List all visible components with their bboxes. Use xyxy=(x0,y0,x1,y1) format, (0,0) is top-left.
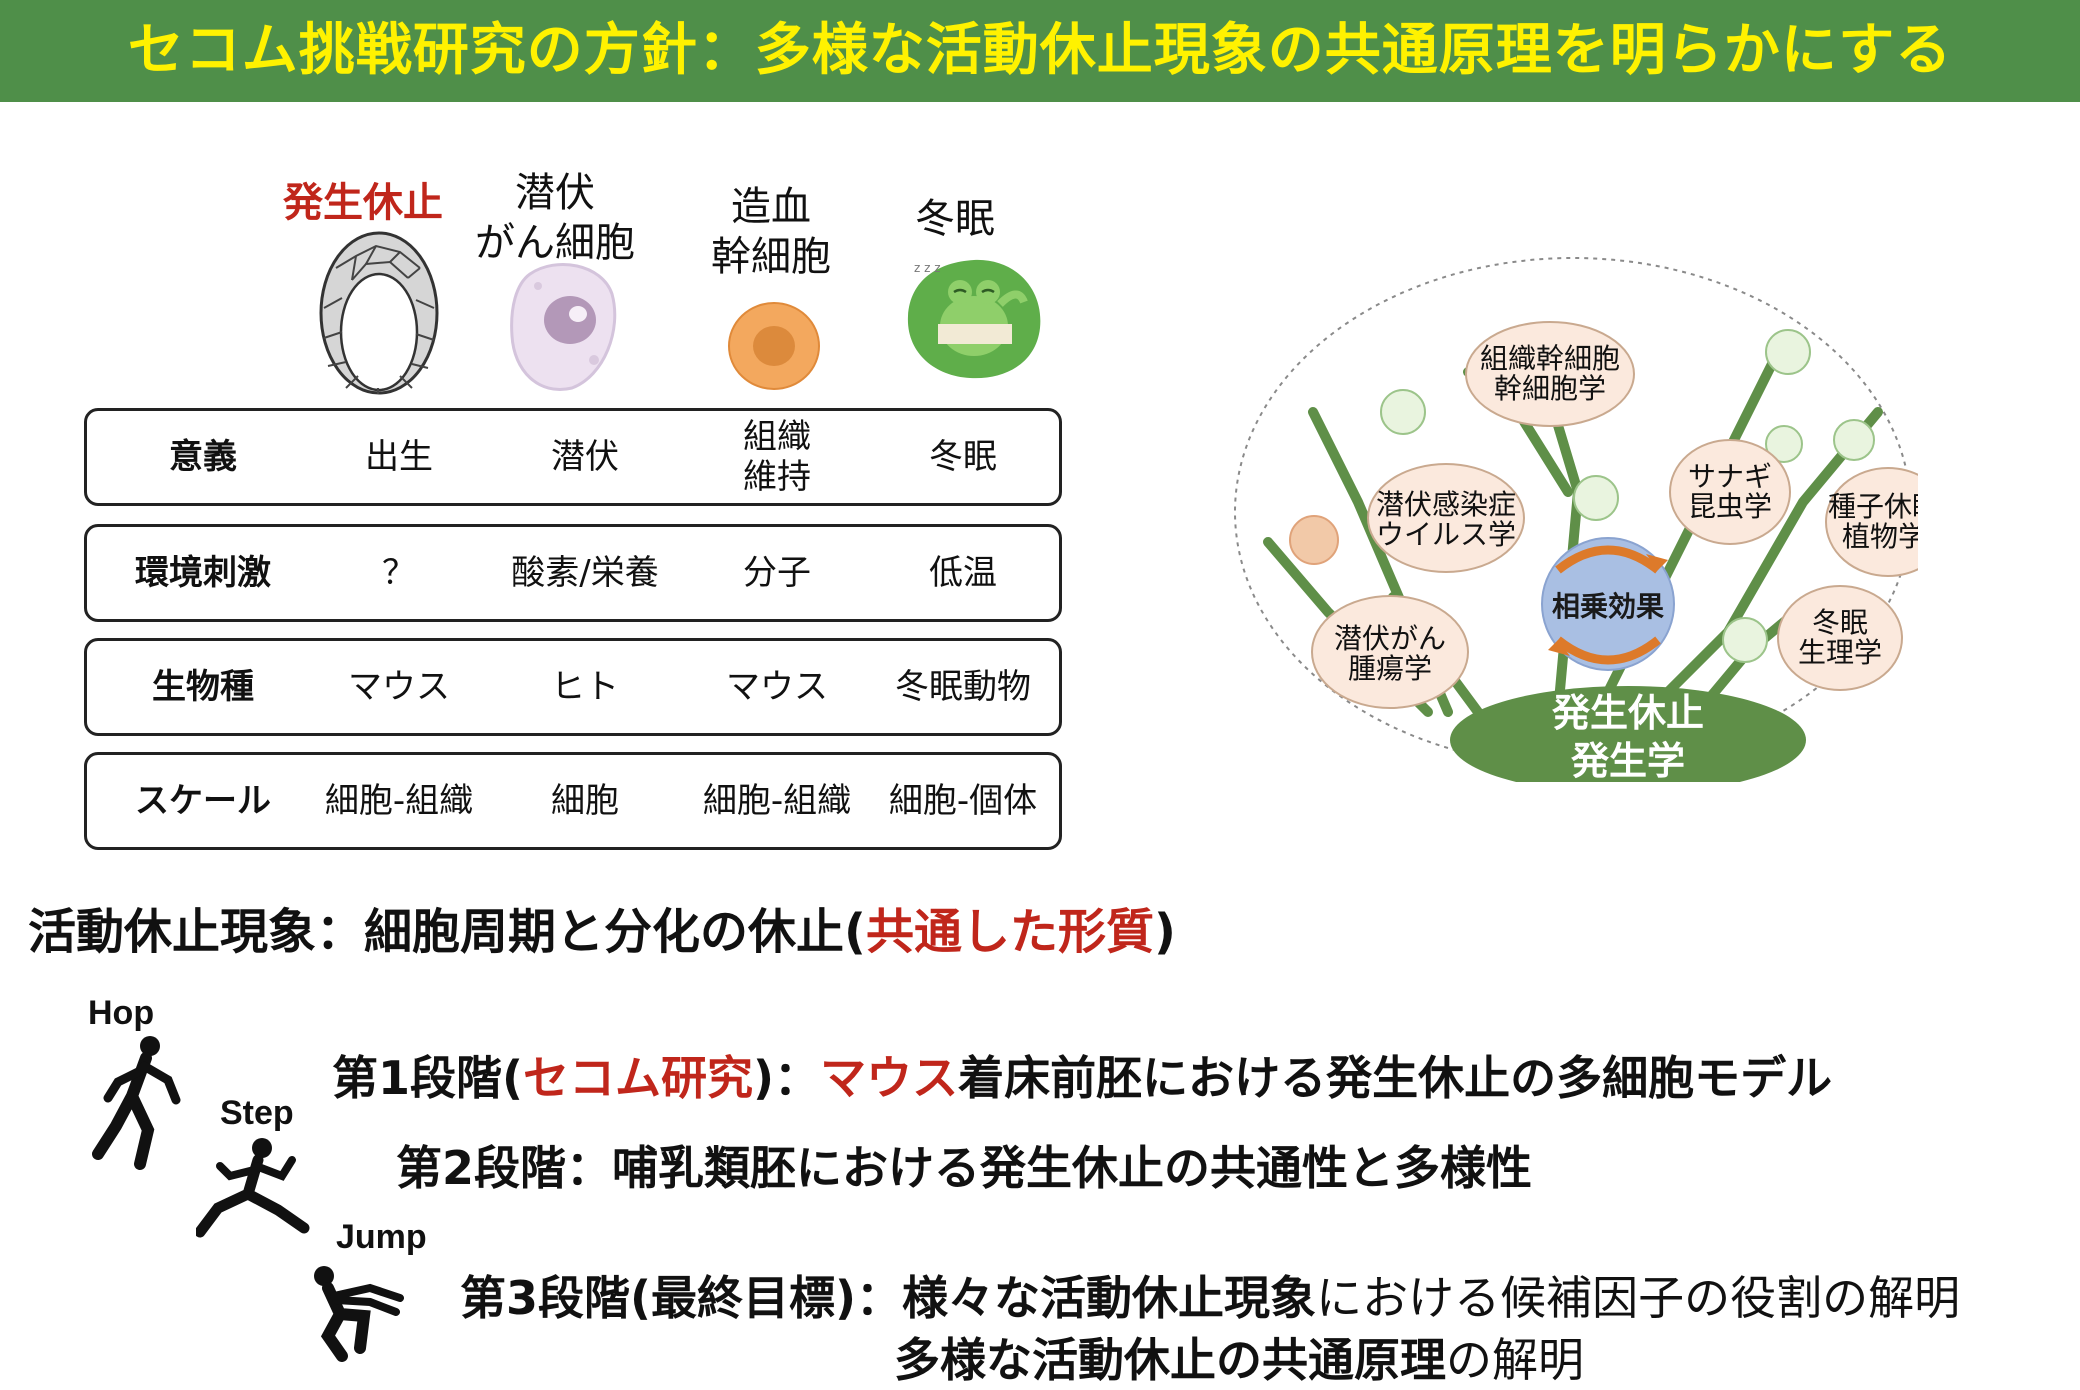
runner-hop-icon xyxy=(92,1036,181,1170)
hematopoietic-stem-cell-illustration xyxy=(728,302,820,390)
stage-1: 第1段階(セコム研究)：マウス着床前胚における発生休止の多細胞モデル xyxy=(332,1051,1833,1105)
synergy-label: 相乗効果 xyxy=(1552,590,1664,623)
svg-text:組織幹細胞: 組織幹細胞 xyxy=(1480,342,1620,375)
row-header: スケール xyxy=(135,781,271,821)
jump-label: Jump xyxy=(336,1218,427,1256)
label-dormant-cancer: 潜伏 がん細胞 xyxy=(475,170,635,266)
leaf-node xyxy=(1765,425,1803,463)
base-label-2: 発生学 xyxy=(1571,739,1685,782)
svg-text:幹細胞学: 幹細胞学 xyxy=(1494,372,1606,405)
node-hibernation-physiology xyxy=(1777,585,1903,691)
synergy-circle xyxy=(1541,537,1675,671)
leaf-node xyxy=(1380,389,1426,435)
svg-text:昆虫学: 昆虫学 xyxy=(1688,490,1772,523)
table-cell: 潜伏 xyxy=(551,437,619,477)
svg-text:ウイルス学: ウイルス学 xyxy=(1376,518,1516,551)
leaf-node xyxy=(1765,329,1811,375)
base-trunk xyxy=(1450,686,1806,782)
table-cell: 低温 xyxy=(929,553,997,593)
table-row-scale: スケール 細胞-組織 細胞 細胞-組織 細胞-個体 xyxy=(84,752,1062,850)
step-label: Step xyxy=(220,1094,294,1132)
table-cell: 細胞 xyxy=(551,781,619,821)
phenomenon-statement: 活動休止現象：細胞周期と分化の休止(共通した形質) xyxy=(28,904,1176,960)
stage-2: 第2段階：哺乳類胚における発生休止の共通性と多様性 xyxy=(396,1141,1533,1195)
node-pupa xyxy=(1669,439,1791,545)
svg-text:冬眠: 冬眠 xyxy=(1812,606,1868,639)
table-row-stimulus: 環境刺激 ？ 酸素/栄養 分子 低温 xyxy=(84,524,1062,622)
svg-text:腫瘍学: 腫瘍学 xyxy=(1348,652,1432,685)
page-title: セコム挑戦研究の方針：多様な活動休止現象の共通原理を明らかにする xyxy=(127,18,1953,83)
row-header: 生物種 xyxy=(152,667,254,707)
label-diapause: 発生休止 xyxy=(283,180,443,226)
embryo-illustration xyxy=(319,231,439,395)
svg-text:種子休眠: 種子休眠 xyxy=(1828,490,1918,523)
label-hibernation: 冬眠 xyxy=(915,196,995,242)
table-cell: 細胞-組織 xyxy=(324,781,474,821)
node-latent-infection xyxy=(1367,463,1525,573)
stage-3: 第3段階(最終目標)：様々な活動休止現象における候補因子の役割の解明 xyxy=(460,1271,1961,1325)
research-tree-diagram: 発生休止 発生学 相乗効果 組織幹細胞 幹細胞学 サナギ 昆虫学 潜伏感染症 ウ… xyxy=(1234,257,1918,782)
node-seed-dormancy xyxy=(1825,467,1918,577)
table-cell: 分子 xyxy=(743,553,811,593)
header-banner: セコム挑戦研究の方針：多様な活動休止現象の共通原理を明らかにする xyxy=(0,0,2080,102)
table-row-significance: 意義 出生 潜伏 組織 維持 冬眠 xyxy=(84,408,1062,506)
svg-text:植物学: 植物学 xyxy=(1842,520,1918,553)
row-header: 環境刺激 xyxy=(135,553,271,593)
table-cell: 出生 xyxy=(365,437,433,477)
frog-icon: z z z xyxy=(907,259,1041,379)
table-cell: 細胞-個体 xyxy=(888,781,1038,821)
stage-3-goal: 多様な活動休止の共通原理の解明 xyxy=(894,1333,1584,1387)
svg-text:z z z: z z z xyxy=(914,261,941,275)
table-row-species: 生物種 マウス ヒト マウス 冬眠動物 xyxy=(84,638,1062,736)
table-cell: マウス xyxy=(348,667,450,707)
row-header: 意義 xyxy=(169,437,237,477)
synergy-arrow-top xyxy=(1555,545,1661,574)
svg-text:生理学: 生理学 xyxy=(1798,636,1882,669)
table-cell: 酸素/栄養 xyxy=(511,553,659,593)
table-cell: マウス xyxy=(726,667,828,707)
leaf-node xyxy=(1833,419,1875,461)
table-cell: 冬眠動物 xyxy=(895,667,1031,707)
node-dormant-cancer xyxy=(1311,595,1469,709)
table-cell: 冬眠 xyxy=(929,437,997,477)
table-cell: ヒト xyxy=(551,667,619,707)
runner-step-icon xyxy=(196,1138,310,1238)
base-label-1: 発生休止 xyxy=(1552,691,1704,735)
dormant-cancer-cell-illustration xyxy=(510,262,617,391)
label-hematopoietic-stem: 造血 幹細胞 xyxy=(711,184,831,280)
table-cell: 細胞-組織 xyxy=(702,781,852,821)
leaf-node xyxy=(1722,617,1768,663)
svg-text:サナギ: サナギ xyxy=(1688,460,1772,493)
svg-text:潜伏がん: 潜伏がん xyxy=(1334,622,1446,655)
table-cell: ？ xyxy=(382,553,416,593)
leaf-node xyxy=(1573,475,1619,521)
node-tissue-stem xyxy=(1465,321,1635,427)
hop-label: Hop xyxy=(88,994,155,1032)
synergy-arrow-bottom xyxy=(1555,636,1661,665)
svg-text:潜伏感染症: 潜伏感染症 xyxy=(1376,488,1516,521)
runner-jump-icon xyxy=(314,1266,404,1362)
leaf-node-orange xyxy=(1289,515,1339,565)
table-cell: 組織 維持 xyxy=(743,417,811,497)
